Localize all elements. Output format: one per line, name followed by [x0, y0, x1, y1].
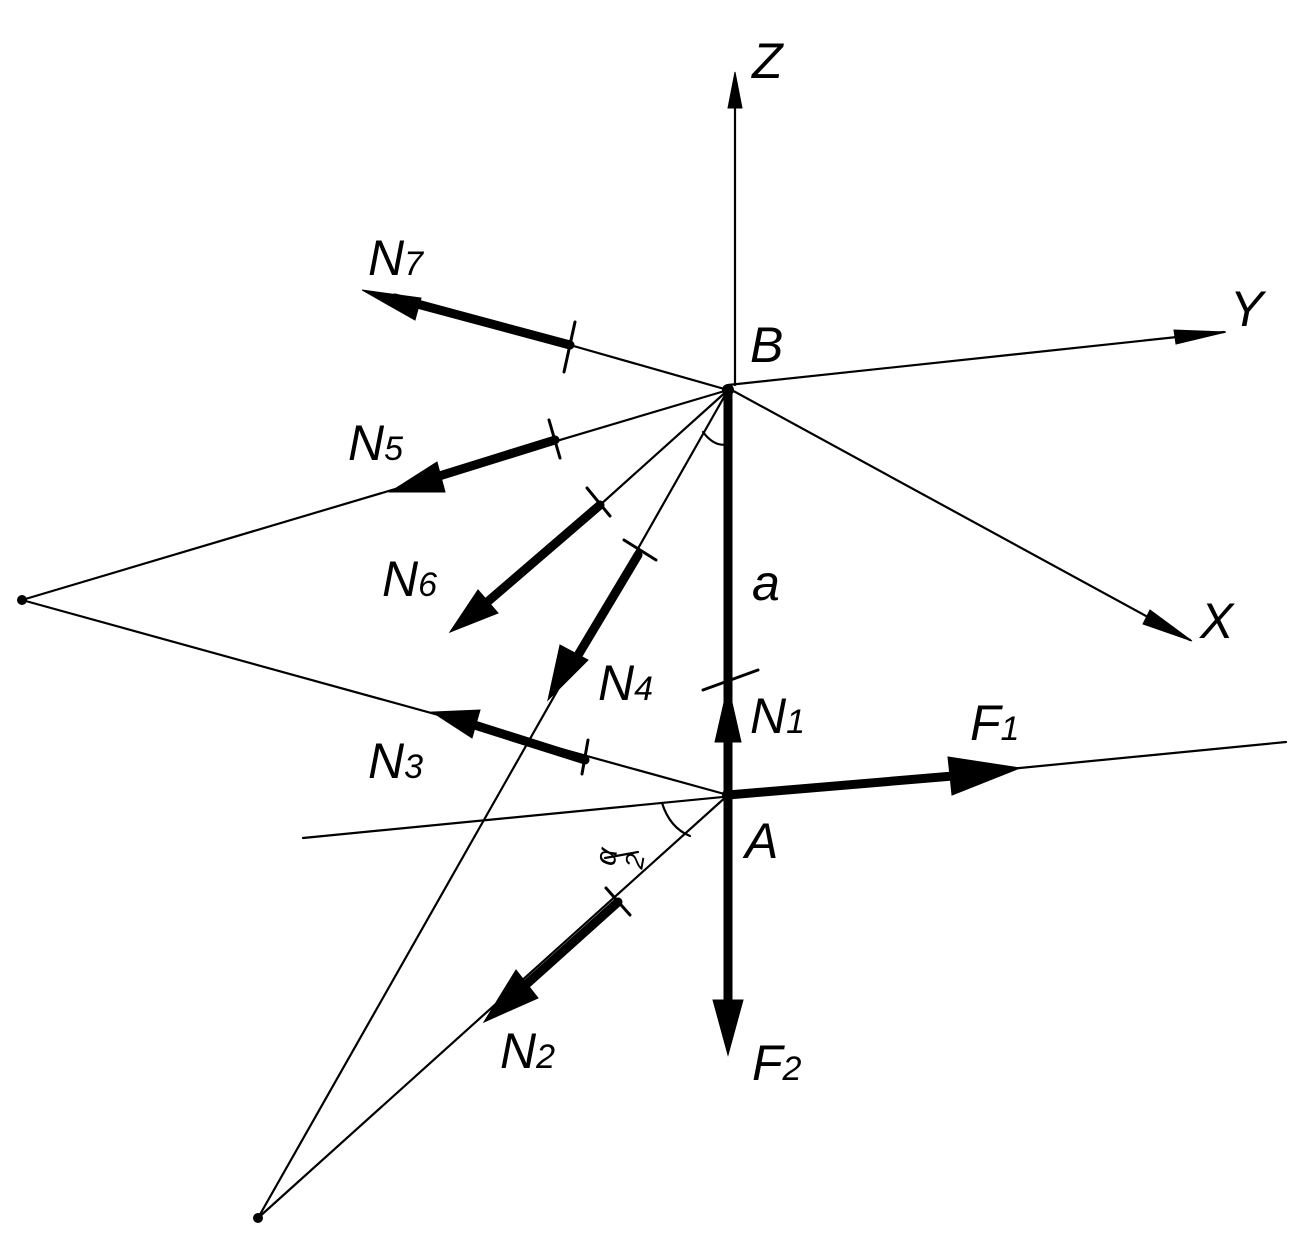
- angle-label: α 2: [589, 845, 651, 872]
- angle-numerator: α: [589, 845, 625, 868]
- n2-cut-mark: [604, 886, 632, 917]
- n5-label: N5: [348, 415, 403, 471]
- n7-label: N7: [368, 230, 424, 286]
- n7-cut-mark: [562, 320, 577, 374]
- f2-arrowhead: [712, 999, 744, 1057]
- n7-arrowhead: [361, 289, 422, 321]
- n4-cut-mark: [622, 538, 658, 562]
- x-axis-arrowhead: [1142, 609, 1193, 642]
- n2-label: N2: [500, 1023, 555, 1079]
- n1-cut-mark: [701, 668, 760, 692]
- n2-subscript: 2: [535, 1038, 555, 1076]
- n6-arrowhead: [448, 589, 499, 634]
- force-vectors: [361, 289, 1022, 1057]
- n2-arrowhead: [482, 969, 539, 1024]
- angle-arc-at-b: [701, 430, 731, 446]
- n3-cut-mark: [580, 738, 590, 776]
- n4-label: N4: [598, 655, 653, 711]
- node-a-label: A: [742, 813, 778, 869]
- member-b-bottom-point: [256, 388, 730, 1220]
- f2-label: F2: [752, 1035, 802, 1091]
- node-left: [17, 595, 27, 605]
- n7-subscript: 7: [404, 245, 424, 283]
- n4-letter: N: [598, 655, 635, 711]
- n5-shaft: [415, 435, 560, 487]
- y-axis-arrowhead: [1173, 329, 1227, 345]
- x-axis-label: X: [1199, 593, 1235, 649]
- member-b-left-point: [20, 388, 730, 602]
- n5-letter: N: [348, 415, 385, 471]
- n3-letter: N: [368, 733, 405, 789]
- n1-subscript: 1: [786, 703, 805, 741]
- n6-cut-mark: [585, 486, 612, 518]
- f1-letter: F: [970, 695, 1003, 751]
- angle-fraction-bar: [603, 850, 640, 860]
- n6-letter: N: [382, 551, 419, 607]
- member-b-n7-line: [568, 343, 730, 392]
- node-b-label: B: [750, 317, 783, 373]
- f2-letter: F: [752, 1035, 785, 1091]
- n5-subscript: 5: [384, 430, 403, 468]
- n1-letter: N: [750, 688, 787, 744]
- n6-subscript: 6: [418, 566, 437, 604]
- n4-subscript: 4: [634, 670, 653, 708]
- n1-label: N1: [750, 688, 805, 744]
- f2-subscript: 2: [782, 1050, 802, 1088]
- n4-arrowhead: [547, 644, 589, 702]
- n6-shaft: [473, 500, 605, 615]
- n3-shaft: [460, 717, 590, 765]
- n3-subscript: 3: [404, 748, 423, 786]
- node-bottom: [253, 1213, 263, 1223]
- labels: Z Y X B A a N7 N5 N6 N4 N1 N3 N2 F1 F2 α…: [348, 33, 1267, 1091]
- n6-label: N6: [382, 551, 437, 607]
- y-axis-label: Y: [1230, 281, 1267, 337]
- n5-arrowhead: [388, 461, 446, 493]
- n4-shaft: [563, 550, 643, 677]
- construction-lines: [17, 71, 1288, 1223]
- n1-arrowhead: [714, 684, 742, 743]
- member-length-label: a: [752, 555, 780, 611]
- f1-arrowhead: [947, 756, 1022, 796]
- n7-letter: N: [368, 230, 405, 286]
- y-axis: [726, 330, 1226, 387]
- n2-shaft: [515, 897, 623, 995]
- n3-arrowhead: [430, 709, 481, 739]
- f1-shaft: [723, 770, 970, 800]
- n3-label: N3: [368, 733, 423, 789]
- angle-denominator: 2: [618, 851, 650, 872]
- f1-subscript: 1: [1001, 710, 1020, 748]
- n7-shaft: [390, 293, 575, 350]
- member-b-n6-line: [598, 388, 730, 507]
- member-left-point-a: [20, 598, 730, 797]
- x-axis: [726, 386, 1192, 642]
- z-axis-label: Z: [751, 33, 784, 89]
- f1-label: F1: [970, 695, 1019, 751]
- z-axis-arrowhead: [727, 71, 743, 109]
- angle-arc-at-a: [660, 801, 692, 838]
- n5-cut-mark: [547, 418, 562, 460]
- n2-letter: N: [500, 1023, 537, 1079]
